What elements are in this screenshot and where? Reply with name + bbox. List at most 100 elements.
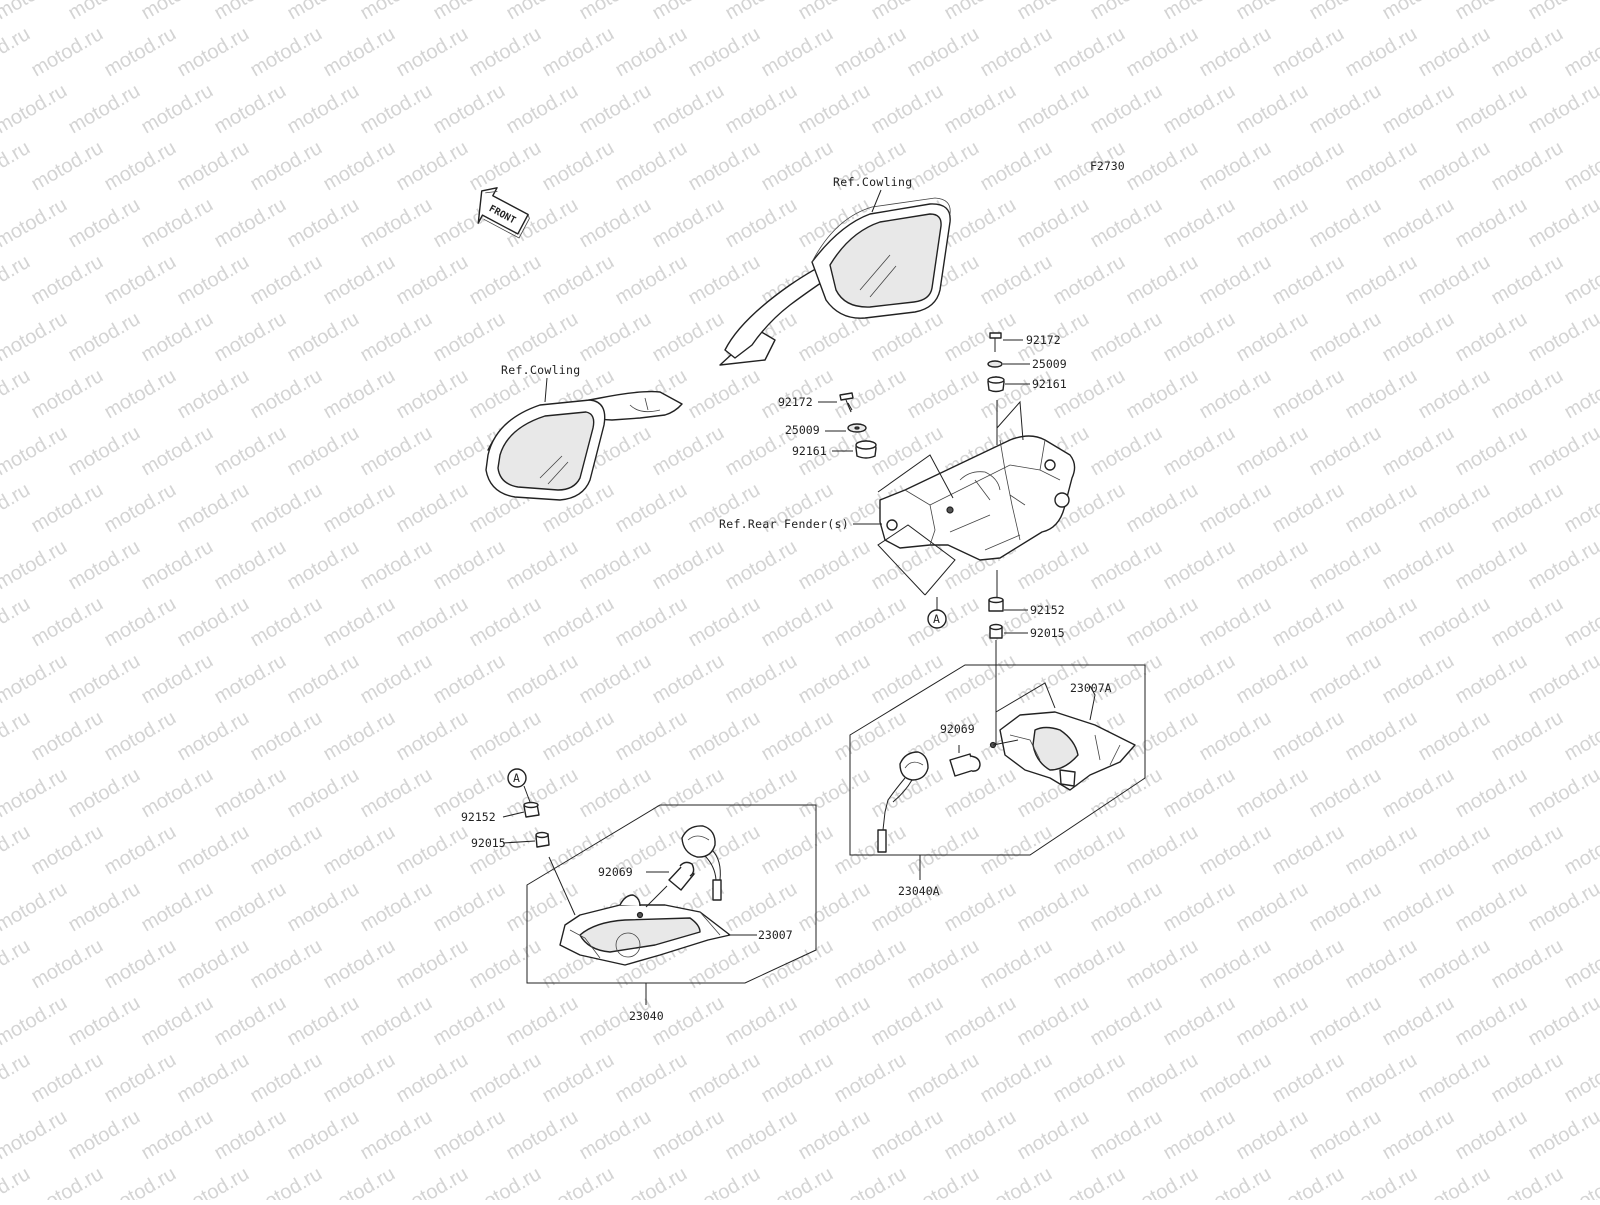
watermark-text: motod.ru	[466, 251, 545, 310]
watermark-text: motod.ru	[868, 1106, 947, 1165]
watermark-text: motod.ru	[211, 194, 290, 253]
watermark-text: motod.ru	[1379, 650, 1458, 709]
watermark-text: motod.ru	[1342, 821, 1421, 880]
watermark-text: motod.ru	[466, 137, 545, 196]
watermark-text: motod.ru	[795, 0, 874, 24]
watermark-text: motod.ru	[758, 1163, 837, 1200]
watermark-text: motod.ru	[977, 251, 1056, 310]
watermark-text: motod.ru	[1269, 707, 1348, 766]
watermark-text: motod.ru	[247, 707, 326, 766]
watermark-text: motod.ru	[831, 593, 910, 652]
watermark-text: motod.ru	[1123, 479, 1202, 538]
watermark-text: motod.ru	[357, 0, 436, 24]
watermark-text: motod.ru	[1160, 536, 1239, 595]
watermark-text: motod.ru	[1233, 992, 1312, 1051]
watermark-text: motod.ru	[831, 821, 910, 880]
watermark-text: motod.ru	[65, 308, 144, 367]
watermark-text: motod.ru	[1561, 251, 1600, 310]
part-92015-left: 92015	[471, 836, 506, 850]
watermark-text: motod.ru	[320, 1163, 399, 1200]
watermark-text: motod.ru	[393, 1049, 472, 1108]
watermark-text: motod.ru	[1342, 1049, 1421, 1108]
watermark-text: motod.ru	[1452, 1106, 1531, 1165]
watermark-text: motod.ru	[576, 194, 655, 253]
part-23007: 23007	[758, 928, 793, 942]
watermark-text: motod.ru	[1269, 479, 1348, 538]
watermark-text: motod.ru	[430, 992, 509, 1051]
watermark-text: motod.ru	[941, 878, 1020, 937]
watermark-text: motod.ru	[612, 251, 691, 310]
watermark-text: motod.ru	[1452, 992, 1531, 1051]
watermark-text: motod.ru	[1269, 23, 1348, 82]
watermark-text: motod.ru	[1306, 0, 1385, 24]
watermark-text: motod.ru	[357, 992, 436, 1051]
watermark-text: motod.ru	[1488, 137, 1567, 196]
watermark-text: motod.ru	[211, 536, 290, 595]
watermark-text: motod.ru	[1452, 0, 1531, 24]
watermark-text: motod.ru	[0, 992, 71, 1051]
watermark-text: motod.ru	[174, 251, 253, 310]
watermark-text: motod.ru	[0, 422, 71, 481]
watermark-text: motod.ru	[1488, 479, 1567, 538]
watermark-text: motod.ru	[941, 308, 1020, 367]
watermark-text: motod.ru	[357, 308, 436, 367]
part-92161-left: 92161	[792, 444, 827, 458]
watermark-text: motod.ru	[28, 1163, 107, 1200]
watermark-text: motod.ru	[1488, 23, 1567, 82]
watermark-text: motod.ru	[1306, 650, 1385, 709]
watermark-text: motod.ru	[65, 0, 144, 24]
watermark-text: motod.ru	[576, 80, 655, 139]
watermark-text: motod.ru	[65, 764, 144, 823]
watermark-text: motod.ru	[1342, 593, 1421, 652]
watermark-text: motod.ru	[612, 479, 691, 538]
watermark-text: motod.ru	[1160, 80, 1239, 139]
watermark-text: motod.ru	[211, 764, 290, 823]
watermark-text: motod.ru	[1123, 251, 1202, 310]
watermark-text: motod.ru	[284, 422, 363, 481]
watermark-text: motod.ru	[1488, 365, 1567, 424]
watermark-text: motod.ru	[393, 821, 472, 880]
watermark-text: motod.ru	[1488, 251, 1567, 310]
watermark-text: motod.ru	[1160, 878, 1239, 937]
watermark-text: motod.ru	[1160, 764, 1239, 823]
watermark-text: motod.ru	[1561, 935, 1600, 994]
watermark-text: motod.ru	[576, 536, 655, 595]
watermark-text: motod.ru	[977, 821, 1056, 880]
watermark-text: motod.ru	[0, 650, 71, 709]
watermark-text: motod.ru	[503, 650, 582, 709]
watermark-text: motod.ru	[1233, 878, 1312, 937]
watermark-text: motod.ru	[904, 935, 983, 994]
watermark-text: motod.ru	[904, 23, 983, 82]
watermark-text: motod.ru	[1452, 194, 1531, 253]
watermark-text: motod.ru	[941, 80, 1020, 139]
watermark-text: motod.ru	[357, 194, 436, 253]
watermark-text: motod.ru	[1123, 365, 1202, 424]
watermark-text: motod.ru	[831, 1049, 910, 1108]
watermark-text: motod.ru	[1014, 0, 1093, 24]
watermark-text: motod.ru	[685, 251, 764, 310]
watermark-text: motod.ru	[284, 1106, 363, 1165]
watermark-text: motod.ru	[1050, 365, 1129, 424]
watermark-text: motod.ru	[612, 1163, 691, 1200]
watermark-text: motod.ru	[685, 365, 764, 424]
watermark-text: motod.ru	[1050, 935, 1129, 994]
watermark-text: motod.ru	[1415, 365, 1494, 424]
watermark-text: motod.ru	[868, 80, 947, 139]
watermark-text: motod.ru	[1123, 137, 1202, 196]
watermark-text: motod.ru	[539, 707, 618, 766]
watermark-text: motod.ru	[685, 1163, 764, 1200]
watermark-text: motod.ru	[430, 650, 509, 709]
watermark-text: motod.ru	[1160, 194, 1239, 253]
watermark-text: motod.ru	[1196, 251, 1275, 310]
watermark-text: motod.ru	[320, 365, 399, 424]
watermark-text: motod.ru	[1014, 992, 1093, 1051]
watermark-text: motod.ru	[28, 251, 107, 310]
watermark-text: motod.ru	[393, 707, 472, 766]
watermark-text: motod.ru	[539, 251, 618, 310]
part-92015-right: 92015	[1030, 626, 1065, 640]
watermark-text: motod.ru	[1525, 308, 1600, 367]
watermark-text: motod.ru	[1561, 23, 1600, 82]
watermark-text: motod.ru	[357, 764, 436, 823]
watermark-text: motod.ru	[795, 536, 874, 595]
watermark-text: motod.ru	[941, 764, 1020, 823]
